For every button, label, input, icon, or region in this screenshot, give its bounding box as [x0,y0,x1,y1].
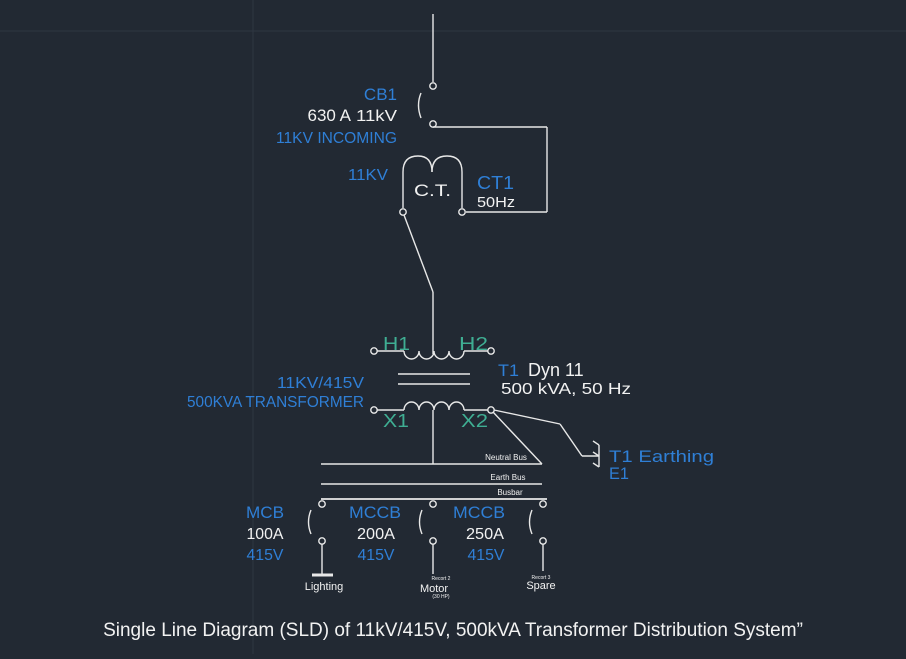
cb1-breaker-arc [417,92,422,119]
feeder-2-load-label: Motor [420,583,448,595]
isolator-link [403,214,434,293]
busbar-label: Busbar [497,488,523,497]
mcb-bottom-contact [318,537,326,545]
ct-terminal-right [458,208,466,216]
feeder-2-tag-label: Recort 2 [432,576,451,582]
primary-winding [403,350,465,360]
x2-to-neutral-bus [492,411,543,465]
cb1-bottom-contact [429,120,437,128]
cb1-kv-rating: 11kV [356,108,397,125]
feeder-1-amps-label: 100A [247,526,284,543]
feeder-2-type-label: MCCB [349,503,401,522]
ct-id-label: CT1 [477,173,514,193]
earth-symbol-tick-2 [592,451,600,457]
feeder-2-volts-label: 415V [358,547,395,564]
vector-group-label: Dyn 11 [528,360,584,380]
h1-label: H1 [383,334,410,354]
mccb1-top-contact [429,500,437,508]
ct-coil-left [402,155,433,173]
h2-terminal [487,347,495,355]
transformer-name-label: 500KVA TRANSFORMER [187,394,364,411]
cb1-amp-rating: 630 A [308,106,352,125]
earth-symbol-tick-3 [592,462,600,468]
x1-terminal [370,406,378,414]
earthing-lead-2 [559,423,583,457]
h1-terminal [370,347,378,355]
secondary-winding [403,401,465,411]
x1-label: X1 [383,411,409,431]
mccb2-breaker-arc [528,509,533,535]
earth-electrode-label: E1 [609,464,629,483]
feeder-3-volts-label: 415V [468,547,505,564]
feeder-3-amps-label: 250A [466,526,504,543]
transformer-id-label: T1 [498,361,519,380]
transformer-ratio-label: 11KV/415V [277,375,364,392]
cb1-id-label: CB1 [364,85,397,104]
earthing-lead-1 [493,409,561,425]
feeder-2-amps-label: 200A [357,526,395,543]
feeder-3-load-label: Spare [526,580,555,592]
ct-coil-right [431,155,463,173]
mcb-breaker-arc [307,509,312,535]
ct-symbol-label: C.T. [414,181,451,200]
earth-symbol-tick-1 [592,440,600,446]
h2-label: H2 [459,334,488,354]
ct-terminal-left [399,208,407,216]
cb1-title: 11KV INCOMING [276,130,397,147]
diagram-caption: Single Line Diagram (SLD) of 11kV/415V, … [103,620,803,641]
mccb1-bottom-contact [429,537,437,545]
feeder-3-tag-label: Recort 3 [532,575,551,581]
mccb2-bottom-contact [539,537,547,545]
mcb-top-contact [318,500,326,508]
feeder-3-type-label: MCCB [453,503,505,522]
mccb2-top-contact [539,500,547,508]
ct-voltage-label: 11KV [348,167,388,184]
feeder-1-load-label: Lighting [305,581,344,593]
earth-bus-label: Earth Bus [490,473,525,482]
transformer-rating-label: 500 kVA, 50 Hz [501,381,631,398]
cb1-top-contact [429,82,437,90]
mccb1-breaker-arc [418,509,423,535]
neutral-bus-label: Neutral Bus [485,453,527,462]
feeder-1-volts-label: 415V [247,547,284,564]
feeder-1-type-label: MCB [246,503,284,522]
ct-frequency-label: 50Hz [477,194,515,211]
feeder-2-sub-label: (30 HP) [432,594,450,600]
x2-label: X2 [461,411,488,431]
earthing-label: T1 Earthing [609,447,714,466]
